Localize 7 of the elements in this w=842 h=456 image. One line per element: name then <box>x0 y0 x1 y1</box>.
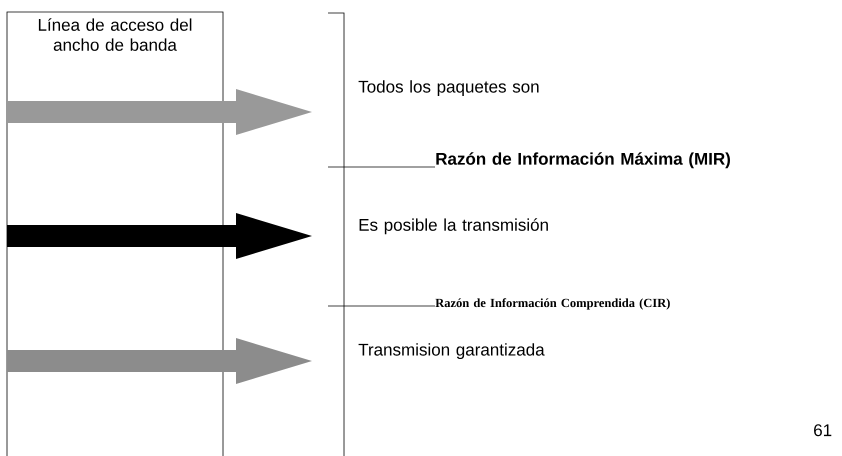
text: Transmision garantizada <box>358 343 545 360</box>
text: Es posible la transmisión <box>360 218 548 234</box>
page-number: 61 <box>814 424 832 436</box>
text: Razón de Información Máxima (MIR) <box>436 152 730 168</box>
column-box: Línea de acceso del ancho de banda <box>6 12 224 456</box>
text: Razón de Información Comprendida (CIR) <box>435 298 670 310</box>
text: Todos los paquetes son <box>358 80 539 96</box>
